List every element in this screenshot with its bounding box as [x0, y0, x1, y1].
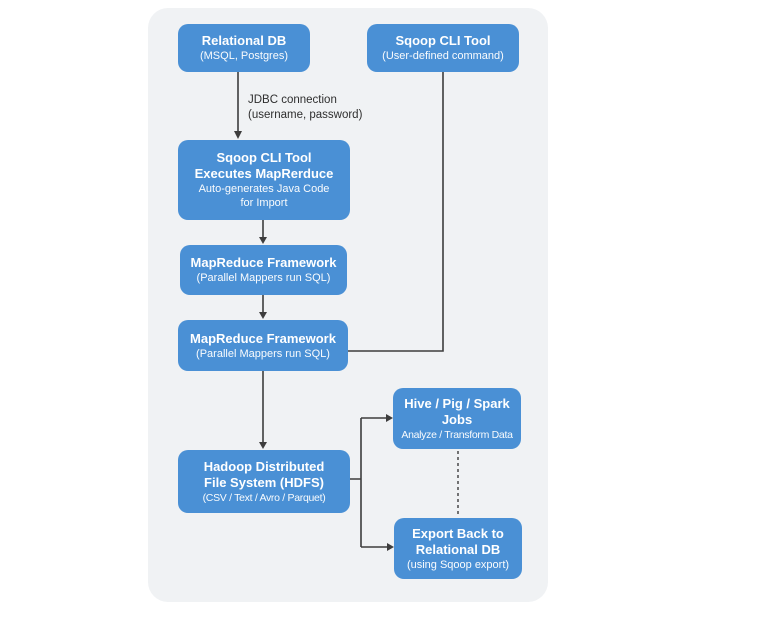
node-mapreduce-framework-1: MapReduce Framework (Parallel Mappers ru…	[180, 245, 347, 295]
node-hdfs: Hadoop Distributed File System (HDFS) (C…	[178, 450, 350, 513]
node-title: Hadoop Distributed File System (HDFS)	[203, 458, 325, 490]
node-title: MapReduce Framework	[190, 255, 337, 270]
node-sqoop-cli-tool: Sqoop CLI Tool (User-defined command)	[367, 24, 519, 72]
node-subtitle: (CSV / Text / Avro / Parquet)	[202, 491, 326, 504]
node-subtitle: (Parallel Mappers run SQL)	[196, 347, 330, 360]
node-subtitle: Auto-generates Java Code for Import	[198, 183, 330, 209]
node-title: Hive / Pig / Spark Jobs	[404, 395, 510, 427]
node-relational-db: Relational DB (MSQL, Postgres)	[178, 24, 310, 72]
node-subtitle: (MSQL, Postgres)	[199, 50, 289, 62]
node-mapreduce-framework-2: MapReduce Framework (Parallel Mappers ru…	[178, 320, 348, 371]
jdbc-connection-label: JDBC connection (username, password)	[248, 94, 363, 121]
node-title: Sqoop CLI Tool	[395, 33, 491, 48]
node-export-back-to-relational-db: Export Back to Relational DB (using Sqoo…	[394, 518, 522, 579]
node-title: Sqoop CLI Tool Executes MapRerduce	[194, 150, 334, 181]
node-subtitle: (using Sqoop export)	[406, 558, 510, 571]
node-title: Export Back to Relational DB	[412, 525, 504, 557]
node-subtitle: (Parallel Mappers run SQL)	[196, 272, 331, 284]
node-hive-pig-spark-jobs: Hive / Pig / Spark Jobs Analyze / Transf…	[393, 388, 521, 449]
node-subtitle: (User-defined command)	[382, 50, 504, 62]
node-sqoop-executes-mapreduce: Sqoop CLI Tool Executes MapRerduce Auto-…	[178, 140, 350, 220]
node-subtitle: Analyze / Transform Data	[401, 428, 513, 441]
node-title: MapReduce Framework	[190, 330, 336, 346]
node-title: Relational DB	[201, 33, 287, 48]
